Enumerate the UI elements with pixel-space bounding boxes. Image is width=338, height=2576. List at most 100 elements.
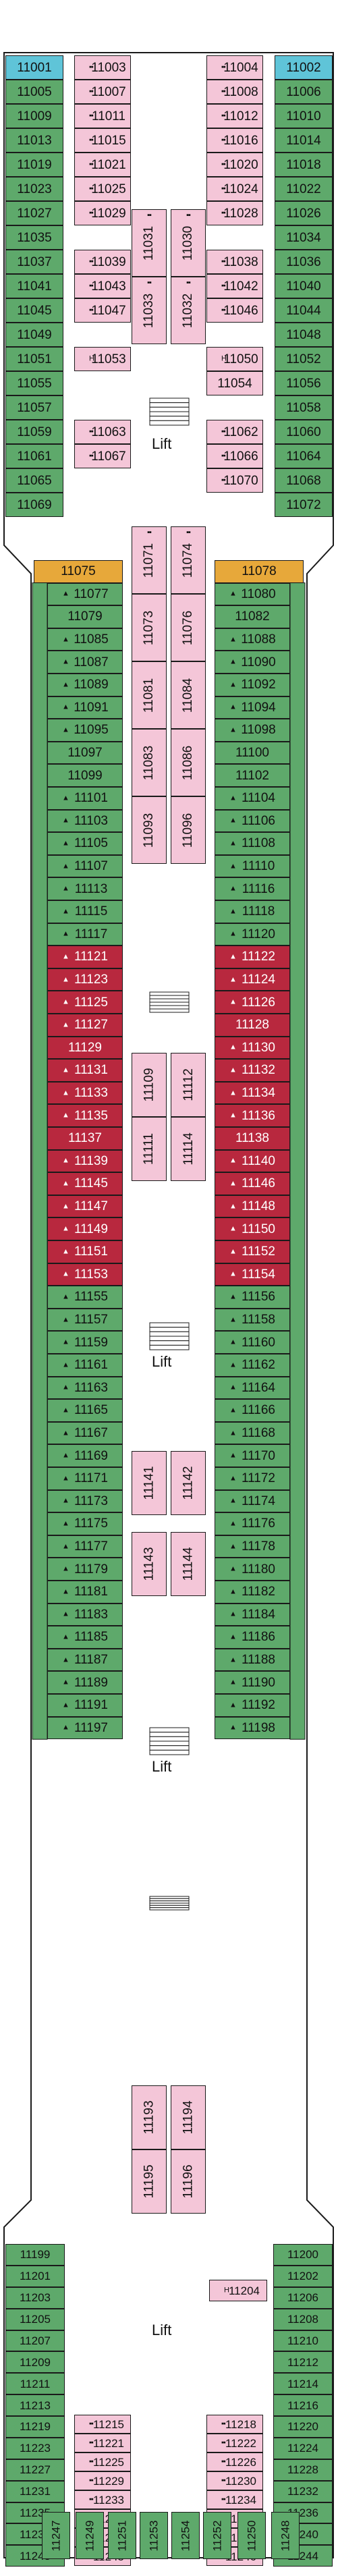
- cabin-11151[interactable]: ▲11151: [47, 1240, 123, 1263]
- cabin-11167[interactable]: ▲11167: [47, 1421, 123, 1445]
- cabin-11187[interactable]: ▲11187: [47, 1648, 123, 1672]
- cabin-11118[interactable]: ▲11118: [215, 900, 290, 923]
- cabin-11221[interactable]: ▪▪11221: [74, 2434, 131, 2452]
- cabin-11102[interactable]: 11102: [215, 764, 290, 787]
- cabin-11253[interactable]: 11253: [140, 2512, 168, 2559]
- cabin-11157[interactable]: ▲11157: [47, 1308, 123, 1332]
- cabin-11201[interactable]: 11201: [5, 2265, 65, 2287]
- cabin-11044[interactable]: 11044: [275, 298, 333, 323]
- cabin-11153[interactable]: ▲11153: [47, 1263, 123, 1286]
- cabin-11177[interactable]: ▲11177: [47, 1535, 123, 1558]
- cabin-11067[interactable]: ▪▪11067: [74, 444, 131, 468]
- cabin-11228[interactable]: 11228: [273, 2459, 333, 2481]
- cabin-11171[interactable]: ▲11171: [47, 1467, 123, 1490]
- cabin-11211[interactable]: 11211: [5, 2373, 65, 2395]
- cabin-11131[interactable]: ▲11131: [47, 1059, 123, 1082]
- cabin-11084[interactable]: 11084: [171, 661, 206, 729]
- cabin-11095[interactable]: ▲11095: [47, 719, 123, 742]
- cabin-11122[interactable]: ▲11122: [215, 946, 290, 968]
- cabin-11197[interactable]: ▲11197: [47, 1716, 123, 1740]
- cabin-11127[interactable]: ▲11127: [47, 1014, 123, 1037]
- cabin-11136[interactable]: ▲11136: [215, 1104, 290, 1127]
- cabin-11247[interactable]: 11247: [42, 2512, 70, 2559]
- cabin-11063[interactable]: ▪▪11063: [74, 420, 131, 444]
- cabin-11212[interactable]: 11212: [273, 2351, 333, 2374]
- cabin-11129[interactable]: 11129: [47, 1036, 123, 1060]
- cabin-11021[interactable]: ▪▪11021: [74, 153, 131, 177]
- cabin-11012[interactable]: ▪▪11012: [206, 104, 263, 128]
- cabin-11141[interactable]: 11141: [132, 1451, 167, 1515]
- cabin-11120[interactable]: ▲11120: [215, 923, 290, 946]
- cabin-11124[interactable]: ▲11124: [215, 968, 290, 991]
- cabin-11121[interactable]: ▲11121: [47, 946, 123, 968]
- cabin-11164[interactable]: ▲11164: [215, 1376, 290, 1400]
- cabin-11103[interactable]: ▲11103: [47, 809, 123, 833]
- cabin-11080[interactable]: ▲11080: [215, 582, 290, 606]
- cabin-11215[interactable]: ▪▪11215: [74, 2415, 131, 2434]
- cabin-11198[interactable]: ▲11198: [215, 1716, 290, 1740]
- cabin-11154[interactable]: ▲11154: [215, 1263, 290, 1286]
- cabin-11108[interactable]: ▲11108: [215, 832, 290, 855]
- cabin-11174[interactable]: ▲11174: [215, 1489, 290, 1513]
- cabin-11107[interactable]: ▲11107: [47, 854, 123, 878]
- cabin-11059[interactable]: 11059: [5, 420, 63, 444]
- cabin-11186[interactable]: ▲11186: [215, 1626, 290, 1649]
- cabin-11045[interactable]: 11045: [5, 298, 63, 323]
- cabin-11182[interactable]: ▲11182: [215, 1581, 290, 1604]
- cabin-11180[interactable]: ▲11180: [215, 1558, 290, 1581]
- cabin-11225[interactable]: ▪▪11225: [74, 2452, 131, 2471]
- cabin-11010[interactable]: 11010: [275, 104, 333, 128]
- cabin-11006[interactable]: 11006: [275, 80, 333, 104]
- cabin-11163[interactable]: ▲11163: [47, 1376, 123, 1400]
- cabin-11146[interactable]: ▲11146: [215, 1172, 290, 1195]
- cabin-11249[interactable]: 11249: [76, 2512, 104, 2559]
- cabin-11066[interactable]: ▪▪11066: [206, 444, 263, 468]
- cabin-11189[interactable]: ▲11189: [47, 1671, 123, 1694]
- cabin-11025[interactable]: ▪▪11025: [74, 177, 131, 201]
- cabin-11009[interactable]: 11009: [5, 104, 63, 128]
- cabin-11018[interactable]: 11018: [275, 153, 333, 177]
- cabin-11055[interactable]: 11055: [5, 371, 63, 395]
- cabin-11130[interactable]: ▲11130: [215, 1036, 290, 1060]
- cabin-11024[interactable]: ▪▪11024: [206, 177, 263, 201]
- cabin-11034[interactable]: 11034: [275, 225, 333, 250]
- cabin-11159[interactable]: ▲11159: [47, 1331, 123, 1354]
- cabin-11155[interactable]: ▲11155: [47, 1286, 123, 1309]
- cabin-11089[interactable]: ▲11089: [47, 674, 123, 696]
- cabin-11218[interactable]: ▪▪11218: [206, 2415, 263, 2434]
- cabin-11047[interactable]: ▪▪11047: [74, 298, 131, 323]
- cabin-11087[interactable]: ▲11087: [47, 651, 123, 674]
- cabin-11111[interactable]: 11111: [132, 1117, 167, 1181]
- cabin-11019[interactable]: 11019: [5, 153, 63, 177]
- cabin-11169[interactable]: ▲11169: [47, 1444, 123, 1467]
- cabin-11251[interactable]: 11251: [108, 2512, 136, 2559]
- cabin-11083[interactable]: 11083: [132, 729, 167, 796]
- cabin-11003[interactable]: ▪▪11003: [74, 55, 131, 80]
- cabin-11205[interactable]: 11205: [5, 2308, 65, 2330]
- cabin-11094[interactable]: ▲11094: [215, 696, 290, 719]
- cabin-11140[interactable]: ▲11140: [215, 1149, 290, 1173]
- cabin-11176[interactable]: ▲11176: [215, 1512, 290, 1535]
- cabin-11041[interactable]: 11041: [5, 274, 63, 298]
- cabin-11100[interactable]: 11100: [215, 741, 290, 765]
- cabin-11181[interactable]: ▲11181: [47, 1581, 123, 1604]
- cabin-11173[interactable]: ▲11173: [47, 1489, 123, 1513]
- cabin-11161[interactable]: ▲11161: [47, 1354, 123, 1377]
- cabin-11220[interactable]: 11220: [273, 2416, 333, 2438]
- cabin-11074[interactable]: ▪▪11074: [171, 526, 206, 594]
- cabin-11026[interactable]: 11026: [275, 201, 333, 225]
- cabin-11117[interactable]: ▲11117: [47, 923, 123, 946]
- cabin-11193[interactable]: 11193: [132, 2085, 167, 2149]
- cabin-11081[interactable]: 11081: [132, 661, 167, 729]
- cabin-11090[interactable]: ▲11090: [215, 651, 290, 674]
- cabin-11135[interactable]: ▲11135: [47, 1104, 123, 1127]
- cabin-11192[interactable]: ▲11192: [215, 1694, 290, 1717]
- cabin-11134[interactable]: ▲11134: [215, 1081, 290, 1105]
- cabin-11112[interactable]: 11112: [171, 1053, 206, 1117]
- cabin-11125[interactable]: ▲11125: [47, 991, 123, 1014]
- cabin-11064[interactable]: 11064: [275, 444, 333, 468]
- cabin-11252[interactable]: 11252: [203, 2512, 231, 2559]
- cabin-11234[interactable]: ▪▪11234: [206, 2490, 263, 2509]
- cabin-11046[interactable]: ▪▪11046: [206, 298, 263, 323]
